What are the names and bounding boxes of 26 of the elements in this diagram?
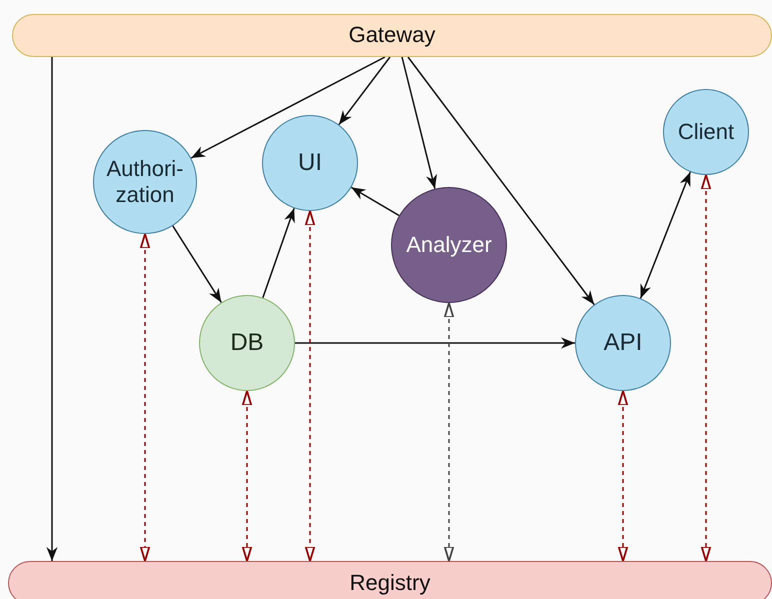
dashed-arrow: [242, 390, 252, 562]
arrow: [262, 208, 295, 298]
service-bar: [8, 561, 772, 599]
dashed-arrow: [618, 390, 628, 562]
node-label: Authori- zation: [105, 156, 185, 208]
arrow: [172, 226, 222, 303]
dashed-arrow: [140, 233, 150, 562]
node-label: Registry: [350, 570, 430, 596]
arrow: [401, 56, 437, 189]
node-label: DB: [230, 328, 264, 358]
dashed-arrow: [444, 302, 454, 562]
arrow: [350, 186, 400, 216]
node-label: Analyzer: [406, 232, 492, 258]
arrow: [338, 56, 391, 126]
node-label: Client: [678, 118, 734, 146]
node-label: API: [604, 328, 642, 358]
dashed-arrow: [700, 174, 712, 562]
dashed-arrow: [304, 210, 316, 562]
arrow: [640, 172, 691, 299]
node-label: UI: [298, 148, 322, 178]
service-bar: [12, 14, 772, 57]
arrow: [46, 57, 58, 561]
arrow: [190, 56, 386, 159]
node-label: Gateway: [348, 22, 436, 49]
arrow: [295, 337, 575, 349]
arrow: [407, 56, 595, 306]
